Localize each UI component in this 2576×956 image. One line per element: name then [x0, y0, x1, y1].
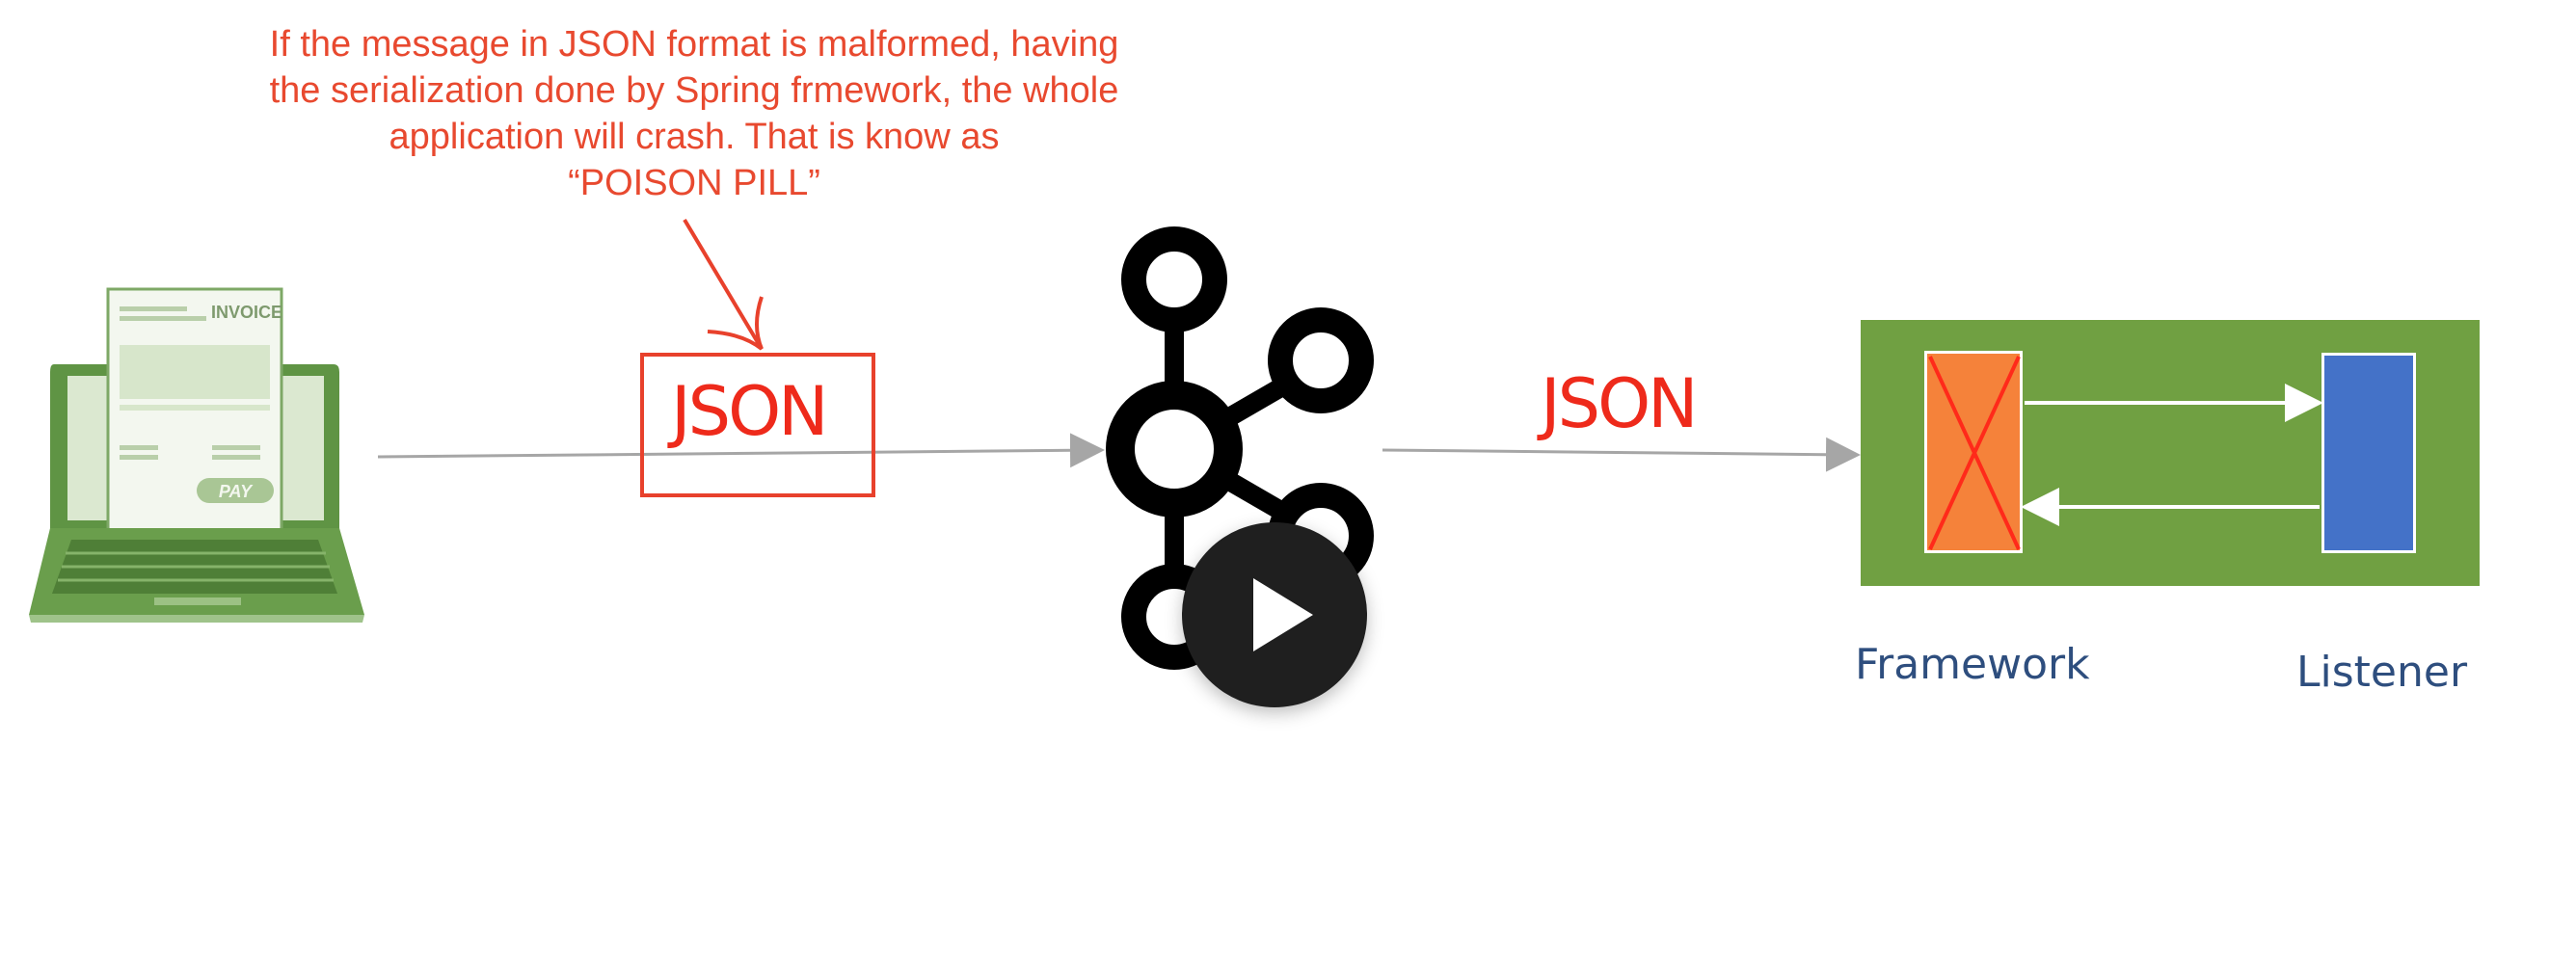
invoice-title: INVOICE: [211, 303, 282, 322]
play-button[interactable]: [1182, 522, 1367, 707]
annotation-pointer-arrow: [683, 218, 764, 351]
annotation-line-4: “POISON PILL”: [568, 163, 820, 203]
listener-box: [2321, 353, 2416, 553]
annotation-line-3: application will crash. That is know as: [389, 117, 1000, 157]
json-message-label-consumer: JSON: [1541, 364, 1699, 443]
producer-to-kafka-arrow: [377, 433, 1105, 468]
framework-box: [1924, 351, 2023, 553]
malformed-json-box: [640, 353, 875, 497]
invoice-pay-label: PAY: [219, 482, 254, 501]
json-message-label: JSON: [671, 372, 829, 451]
poison-pill-annotation: If the message in JSON format is malform…: [231, 21, 1157, 206]
laptop-invoice-icon: [29, 287, 364, 623]
kafka-to-consumer-arrow: [1382, 437, 1861, 472]
play-icon: [1253, 578, 1313, 651]
framework-caption: Framework: [1855, 640, 2090, 689]
annotation-line-1: If the message in JSON format is malform…: [269, 24, 1119, 65]
annotation-line-2: the serialization done by Spring frmewor…: [269, 70, 1119, 111]
listener-caption: Listener: [2296, 648, 2468, 697]
